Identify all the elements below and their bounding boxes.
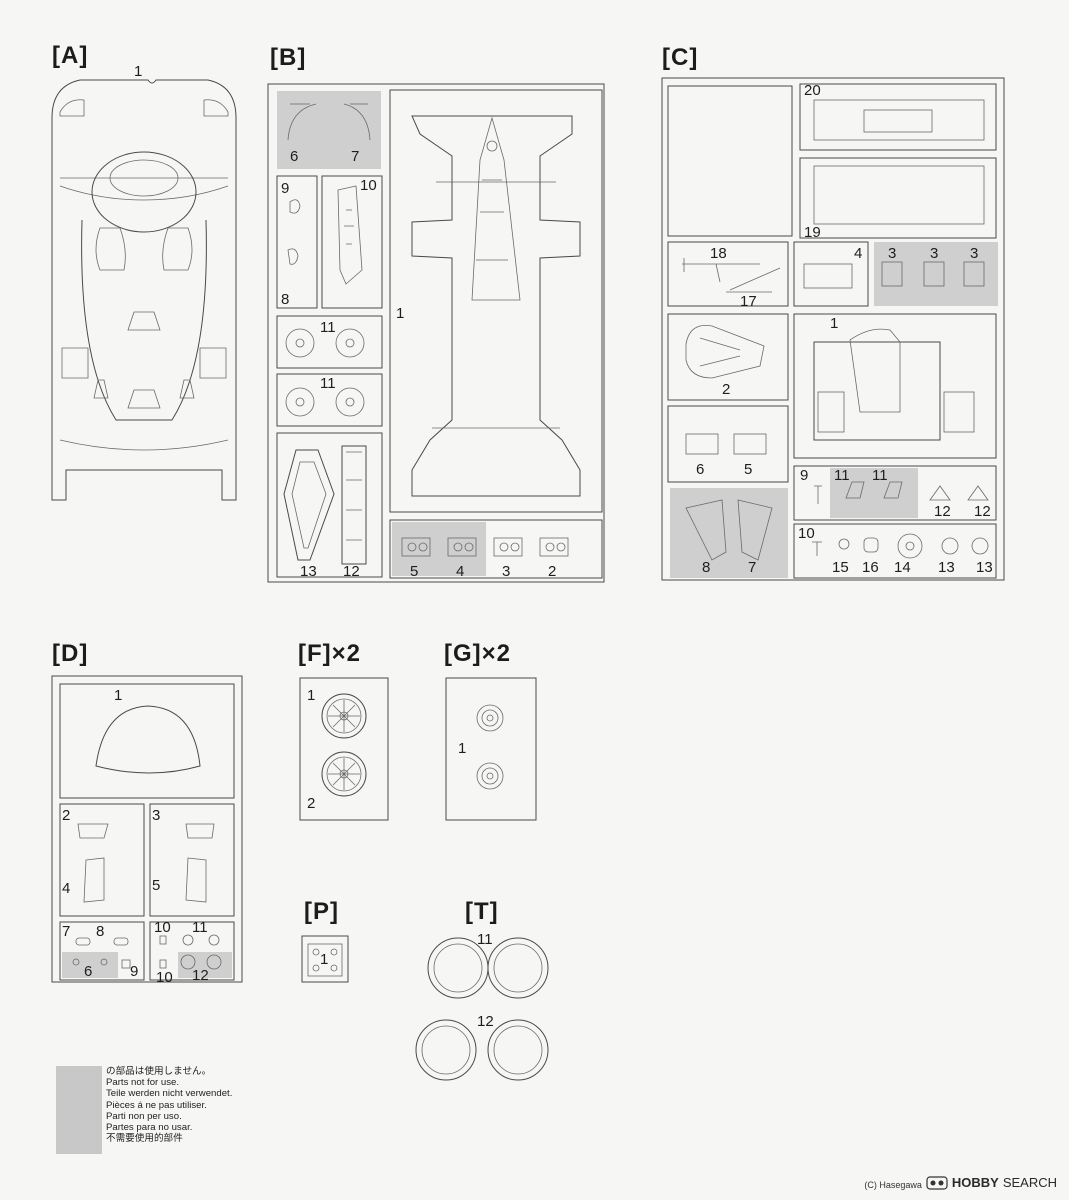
legend-line-en: Parts not for use. [106, 1077, 180, 1089]
part-number-c3c: 3 [970, 245, 978, 262]
sprue-c-title: [C] [662, 44, 699, 71]
legend-line-fr: Pièces á ne pas utiliser. [106, 1099, 207, 1111]
part-number-f1: 1 [307, 687, 315, 704]
part-number-b12: 12 [343, 563, 360, 580]
part-number-c8: 8 [702, 559, 710, 576]
part-number-b11b: 11 [320, 375, 336, 392]
part-number-c7: 7 [748, 559, 756, 576]
part-number-d10a: 10 [154, 919, 171, 936]
part-number-c19: 19 [804, 224, 821, 241]
part-number-g1: 1 [458, 740, 466, 757]
legend-line-es: Partes para no usar. [106, 1122, 193, 1134]
part-number-b13: 13 [300, 563, 317, 580]
part-number-b11a: 11 [320, 319, 336, 336]
part-number-c3a: 3 [888, 245, 896, 262]
part-number-c20: 20 [804, 82, 821, 99]
watermark: (C) Hasegawa HOBBY SEARCH [864, 1175, 1057, 1190]
sprue-a-title: [A] [52, 42, 89, 69]
part-number-a1: 1 [134, 63, 142, 80]
sprue-c: 20 19 18 17 4 3 3 3 2 1 6 [661, 77, 1005, 581]
sprue-p: 1 [301, 935, 349, 983]
part-number-d6: 6 [84, 963, 92, 980]
sprue-f: 1 2 [299, 677, 389, 821]
part-number-d8: 8 [96, 923, 104, 940]
legend-text: の部品は使用しません。 Parts not for use. Teile wer… [106, 1066, 232, 1144]
watermark-search: SEARCH [1002, 1175, 1057, 1190]
part-number-b3: 3 [502, 563, 510, 580]
part-number-d9: 9 [130, 963, 138, 980]
part-number-t11: 11 [477, 931, 493, 948]
part-number-c2: 2 [722, 381, 730, 398]
part-number-d12: 12 [192, 967, 209, 984]
sprue-b: 6 7 9 8 10 11 11 13 12 1 [267, 83, 605, 583]
part-number-f2: 2 [307, 795, 315, 812]
part-number-c12b: 12 [974, 503, 991, 520]
part-number-d5: 5 [152, 877, 160, 894]
part-number-c15: 15 [832, 559, 849, 576]
watermark-copyright: (C) Hasegawa [864, 1179, 922, 1190]
part-number-d2: 2 [62, 807, 70, 824]
part-number-b8: 8 [281, 291, 289, 308]
part-number-c4: 4 [854, 245, 862, 262]
sprue-g: 1 [445, 677, 537, 821]
part-number-c9: 9 [800, 467, 808, 484]
sprue-d-title: [D] [52, 640, 89, 667]
part-number-c6: 6 [696, 461, 704, 478]
sprue-p-title: [P] [304, 898, 339, 925]
sprue-g-title: [G]×2 [444, 640, 512, 667]
part-number-p1: 1 [320, 951, 328, 968]
part-number-c10: 10 [798, 525, 815, 542]
part-number-d3: 3 [152, 807, 160, 824]
part-number-c13b: 13 [976, 559, 993, 576]
part-number-b7: 7 [351, 148, 359, 165]
legend-line-zh: 不需要使用的部件 [106, 1133, 183, 1145]
part-number-c3b: 3 [930, 245, 938, 262]
part-number-c5: 5 [744, 461, 752, 478]
legend-line-de: Teile werden nicht verwendet. [106, 1088, 233, 1100]
part-number-c17: 17 [740, 293, 757, 310]
part-number-b9: 9 [281, 180, 289, 197]
part-number-t12: 12 [477, 1013, 494, 1030]
part-number-c16: 16 [862, 559, 879, 576]
part-number-c1: 1 [830, 315, 838, 332]
part-number-b10: 10 [360, 177, 377, 194]
part-number-b2: 2 [548, 563, 556, 580]
legend-swatch [56, 1066, 102, 1154]
part-number-c18: 18 [710, 245, 727, 262]
sprue-b-title: [B] [270, 44, 307, 71]
part-number-b1: 1 [396, 305, 404, 322]
sprue-f-title: [F]×2 [298, 640, 362, 667]
legend-line-it: Parti non per uso. [106, 1110, 182, 1122]
legend-line-ja: の部品は使用しません。 [106, 1066, 212, 1077]
part-number-c12a: 12 [934, 503, 951, 520]
part-number-c13a: 13 [938, 559, 955, 576]
sprue-t: 11 12 [415, 931, 549, 1081]
part-number-b6: 6 [290, 148, 298, 165]
part-number-c11b: 11 [872, 467, 888, 484]
sprue-a: 1 [51, 63, 237, 501]
part-number-d10b: 10 [156, 969, 173, 986]
sprue-d: 1 2 3 4 5 7 8 6 9 10 11 10 12 [51, 675, 243, 986]
part-number-c14: 14 [894, 559, 911, 576]
part-number-d7: 7 [62, 923, 70, 940]
part-number-b4: 4 [456, 563, 464, 580]
part-number-d1: 1 [114, 687, 122, 704]
part-number-b5: 5 [410, 563, 418, 580]
part-number-d11: 11 [192, 919, 208, 936]
part-number-d4: 4 [62, 880, 70, 897]
part-number-c11a: 11 [834, 467, 850, 484]
sprue-t-title: [T] [465, 898, 499, 925]
hobbysearch-logo-icon [926, 1175, 948, 1190]
watermark-brand: HOBBY [951, 1175, 999, 1190]
